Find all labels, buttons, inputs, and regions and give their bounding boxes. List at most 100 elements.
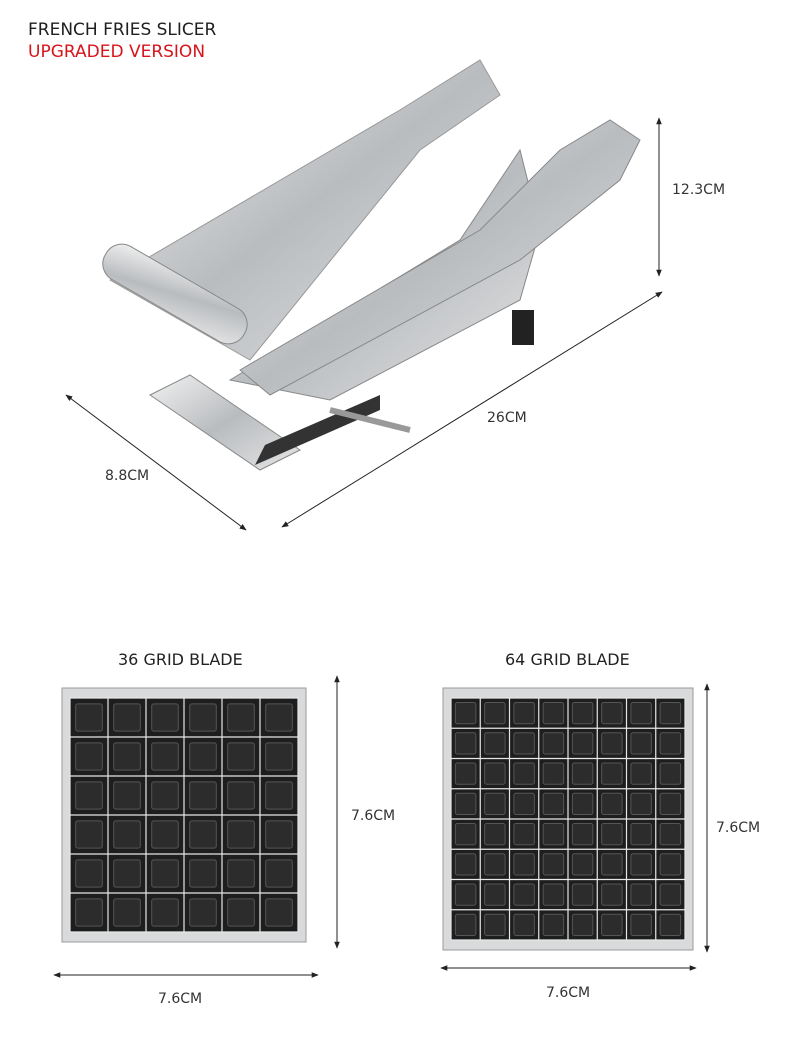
grid-cell [630,732,652,755]
grid-cell [189,898,217,927]
grid-cell [659,853,682,876]
grid-cell [601,702,623,725]
blade-64-title: 64 GRID BLADE [505,650,630,669]
grid-cell [571,853,594,876]
grid-cell [265,820,293,849]
product-subtitle: UPGRADED VERSION [28,42,206,62]
grid-cell [265,742,293,771]
grid-cell [484,732,506,755]
grid-cell [113,781,141,810]
grid-cell [601,732,623,755]
grid-cell [513,823,535,846]
grid-cell [113,742,141,771]
product-title: FRENCH FRIES SLICER [28,20,217,40]
grid-cell [189,703,217,732]
blade-36-height: 7.6CM [351,808,396,824]
grid-cell [265,859,293,888]
grid-cell [227,898,255,927]
grid-cell [75,859,103,888]
grid-cell [484,702,506,725]
grid-cell [265,781,293,810]
grid-cell [630,823,652,846]
grid-cell [484,913,506,936]
grid-cell [630,792,652,815]
grid-cell [454,732,477,755]
grid-cell [265,703,293,732]
grid-cell [227,820,255,849]
blade-64-grid-image [442,687,694,951]
grid-cell [659,883,682,906]
grid-cell [571,732,594,755]
grid-cell [659,702,682,725]
grid-cell [513,762,535,785]
grid-cell [189,781,217,810]
grid-cell [542,702,565,725]
grid-cell [484,853,506,876]
grid-cell [75,898,103,927]
grid-cell [542,853,565,876]
grid-cell [513,732,535,755]
grid-cell [454,883,477,906]
grid-cell [542,732,565,755]
grid-cell [189,820,217,849]
grid-cell [542,913,565,936]
grid-cell [601,883,623,906]
grid-cell [151,820,179,849]
grid-cell [151,781,179,810]
grid-cell [265,898,293,927]
grid-cell [454,823,477,846]
grid-cell [513,853,535,876]
grid-cell [189,859,217,888]
blade-36-width: 7.6CM [158,991,203,1007]
grid-cell [75,781,103,810]
grid-cell [659,732,682,755]
blade-64-width: 7.6CM [546,985,591,1001]
grid-cell [542,762,565,785]
grid-cell [659,792,682,815]
grid-cell [113,859,141,888]
grid-cell [630,853,652,876]
grid-cell [113,898,141,927]
grid-cell [659,913,682,936]
grid-cell [227,742,255,771]
blade-36-title: 36 GRID BLADE [118,650,243,669]
grid-cell [601,792,623,815]
width-label: 8.8CM [105,468,150,484]
grid-cell [571,883,594,906]
grid-cell [151,898,179,927]
grid-cell [513,913,535,936]
grid-cell [454,792,477,815]
grid-cell [601,853,623,876]
dimension-lines [53,117,710,978]
grid-cell [630,883,652,906]
grid-cell [113,703,141,732]
grid-cell [484,823,506,846]
grid-cell [571,762,594,785]
grid-cell [454,853,477,876]
grid-cell [571,823,594,846]
grid-cell [227,703,255,732]
grid-cell [75,742,103,771]
grid-cell [75,820,103,849]
blade-36-grid-image [61,687,307,943]
grid-cell [659,762,682,785]
grid-cell [571,913,594,936]
grid-cell [513,792,535,815]
grid-cell [113,820,141,849]
grid-cell [151,703,179,732]
grid-cell [513,702,535,725]
grid-cell [454,913,477,936]
grid-cell [630,762,652,785]
grid-cell [542,792,565,815]
grid-cell [484,762,506,785]
blade-64-height: 7.6CM [716,820,761,836]
slicer-image [102,59,641,471]
grid-cell [189,742,217,771]
grid-cell [601,823,623,846]
grid-cell [630,913,652,936]
grid-cell [571,792,594,815]
grid-cell [513,883,535,906]
length-label: 26CM [487,410,527,426]
